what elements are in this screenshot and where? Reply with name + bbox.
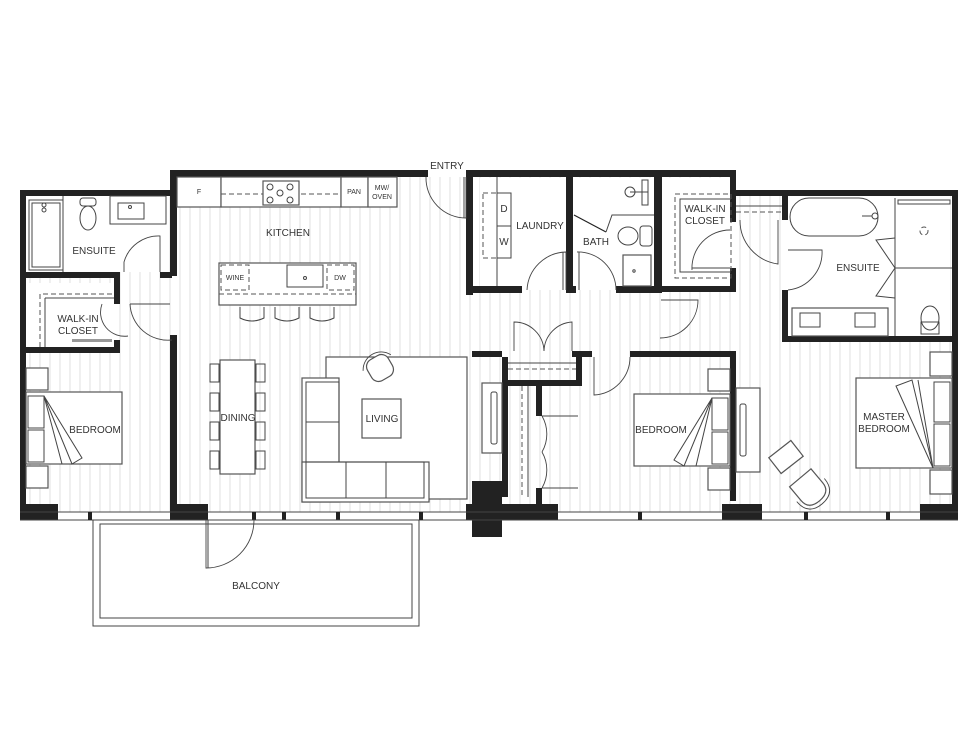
ensuite-right-label: ENSUITE	[836, 263, 880, 274]
walkin-left-label-1: WALK-IN	[57, 314, 98, 325]
dining-label: DINING	[221, 413, 256, 424]
laundry-label: LAUNDRY	[516, 221, 564, 232]
bedroom-master: MASTER BEDROOM	[735, 351, 953, 510]
bedroom-left-label: BEDROOM	[69, 425, 121, 436]
walkin-right-label-2: CLOSET	[685, 216, 725, 227]
kitchen: F PAN MW/ OVEN KITCHEN WINE DW	[176, 176, 398, 322]
living-label: LIVING	[366, 414, 399, 425]
hall-closets	[508, 321, 578, 497]
kitchen-label: KITCHEN	[266, 228, 310, 239]
bedroom-middle-label: BEDROOM	[635, 425, 687, 436]
ensuite-right: ENSUITE	[787, 197, 952, 337]
fridge-label: F	[197, 189, 201, 196]
walls	[20, 170, 958, 537]
entry-label: ENTRY	[430, 161, 464, 172]
bath: BATH	[573, 179, 654, 291]
living: LIVING	[301, 351, 503, 503]
walkin-left: WALK-IN CLOSET	[39, 293, 173, 347]
master-bedroom-label-1: MASTER	[863, 412, 905, 423]
bath-label: BATH	[583, 237, 609, 248]
bedroom-left: BEDROOM	[25, 367, 123, 489]
dishwasher-label: DW	[334, 275, 346, 282]
dining: DINING	[209, 359, 266, 475]
balcony-label: BALCONY	[232, 581, 280, 592]
laundry: D W LAUNDRY	[482, 177, 567, 291]
walkin-right: WALK-IN CLOSET	[674, 193, 732, 279]
pantry-label: PAN	[347, 189, 361, 196]
mw-oven-label-1: MW/	[375, 185, 389, 192]
walkin-right-label-1: WALK-IN	[684, 204, 725, 215]
hall-right	[593, 205, 782, 396]
bedroom-middle: BEDROOM	[633, 368, 731, 491]
entry: ENTRY	[425, 161, 467, 219]
washer-label: W	[499, 237, 509, 248]
balcony: BALCONY	[92, 519, 420, 627]
mw-oven-label-2: OVEN	[372, 194, 392, 201]
ensuite-left-label: ENSUITE	[72, 246, 116, 257]
wine-label: WINE	[226, 275, 245, 282]
ensuite-left: ENSUITE	[28, 195, 167, 272]
dryer-label: D	[500, 204, 507, 215]
master-bedroom-label-2: BEDROOM	[858, 424, 910, 435]
walkin-left-label-2: CLOSET	[58, 326, 98, 337]
